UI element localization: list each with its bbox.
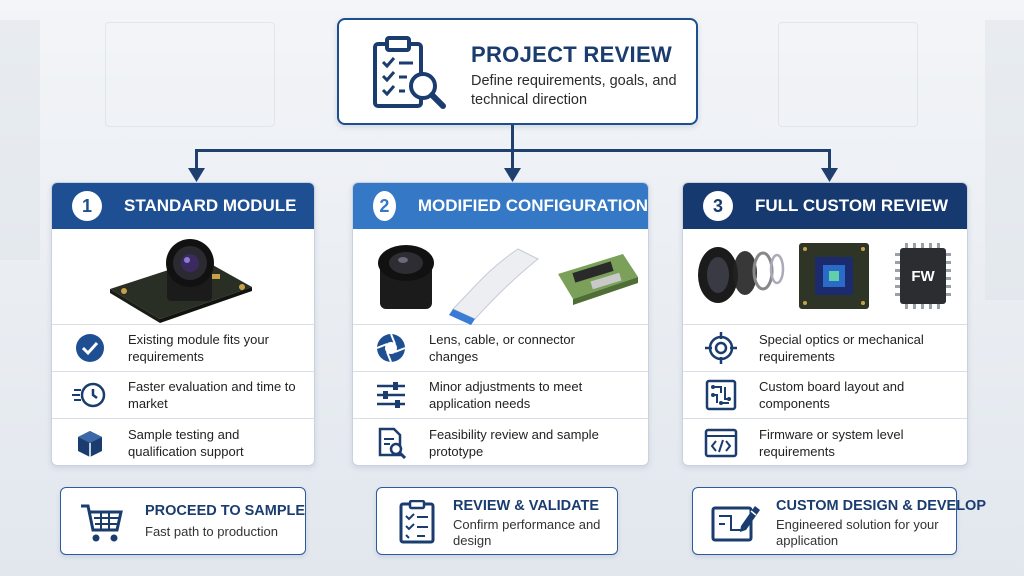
project-review-card: PROJECT REVIEW Define requirements, goal… [337,18,698,125]
project-review-subtitle: Define requirements, goals, and technica… [471,73,677,108]
standard-module-title: STANDARD MODULE [124,196,297,215]
step-number-3: 3 [703,191,733,221]
step-number-1: 1 [72,191,102,221]
camera-module-image [52,229,314,325]
standard-module-card: 1 STANDARD MODULE Existing module fits y… [51,182,315,466]
list-item: Lens, cable, or connector changes [353,325,648,372]
project-review-title: PROJECT REVIEW [471,42,673,67]
custom-design-and-develop-subtitle: Engineered solution for your application [776,517,939,548]
list-item: Existing module fits your requirements [52,325,314,372]
custom-design-and-develop-card: CUSTOM DESIGN & DEVELOP Engineered solut… [692,487,986,555]
custom-design-and-develop-title: CUSTOM DESIGN & DEVELOP [776,498,987,514]
package-box-icon [72,426,108,460]
step-number-2: 2 [373,191,396,221]
checkmark-circle-icon [72,331,108,365]
row-text: Minor adjustments to meet application ne… [429,379,583,411]
full-custom-review-title: FULL CUSTOM REVIEW [755,196,948,215]
modified-configuration-title: MODIFIED CONFIGURATION [417,196,648,215]
fw-chip-label: FW [911,267,935,285]
document-search-icon [373,426,409,460]
proceed-to-sample-card: PROCEED TO SAMPLE Fast path to productio… [60,487,306,555]
arrow-head-1 [188,168,205,182]
fast-clock-icon [72,378,108,412]
connector-stem [511,125,514,152]
proceed-to-sample-subtitle: Fast path to production [145,524,278,539]
review-and-validate-subtitle: Confirm performance and design [453,517,601,548]
list-item: Special optics or mechanical requirement… [683,325,967,372]
standard-module-header: 1 STANDARD MODULE [52,183,314,229]
modified-configuration-card: 2 MODIFIED CONFIGURATION Lens, cable, or… [352,182,649,466]
list-item: Custom board layout and components [683,372,967,419]
row-text: Custom board layout and components [759,379,905,411]
full-custom-review-card: 3 FULL CUSTOM REVIEW [682,182,968,466]
blueprint-pencil-icon [711,500,760,544]
background-shelf-left [0,20,40,260]
custom-components-image: FW [683,229,967,325]
row-text: Firmware or system level requirements [759,426,904,459]
row-text: Special optics or mechanical requirement… [759,332,924,364]
checklist-icon [395,499,441,544]
list-item: Faster evaluation and time to market [52,372,314,419]
crosshair-icon [703,331,739,365]
list-item: Firmware or system level requirements [683,419,967,465]
row-text: Feasibility review and sample prototype [429,426,599,459]
row-text: Existing module fits your requirements [128,332,269,364]
shopping-cart-icon [79,500,125,544]
list-item: Minor adjustments to meet application ne… [353,372,648,419]
arrow-head-2 [504,168,521,182]
row-text: Faster evaluation and time to market [128,379,296,411]
list-item: Feasibility review and sample prototype [353,419,648,465]
components-image [353,229,648,325]
background-drawing-left [105,22,275,127]
background-drawing-right [778,22,918,127]
circuit-board-icon [703,378,739,412]
connector-drop-2 [511,149,514,171]
review-and-validate-card: REVIEW & VALIDATE Confirm performance an… [376,487,618,555]
background-shelf-right [985,20,1024,300]
review-and-validate-title: REVIEW & VALIDATE [453,498,600,514]
code-window-icon [703,426,739,460]
row-text: Lens, cable, or connector changes [429,332,575,364]
clipboard-search-icon [369,34,449,114]
connector-drop-1 [195,149,198,171]
modified-configuration-header: 2 MODIFIED CONFIGURATION [353,183,648,229]
arrow-head-3 [821,168,838,182]
full-custom-review-header: 3 FULL CUSTOM REVIEW [683,183,967,229]
proceed-to-sample-title: PROCEED TO SAMPLE [145,503,306,519]
list-item: Sample testing and qualification support [52,419,314,465]
row-text: Sample testing and qualification support [128,426,244,459]
sliders-icon [373,378,409,412]
aperture-icon [373,331,409,365]
connector-drop-3 [828,149,831,171]
